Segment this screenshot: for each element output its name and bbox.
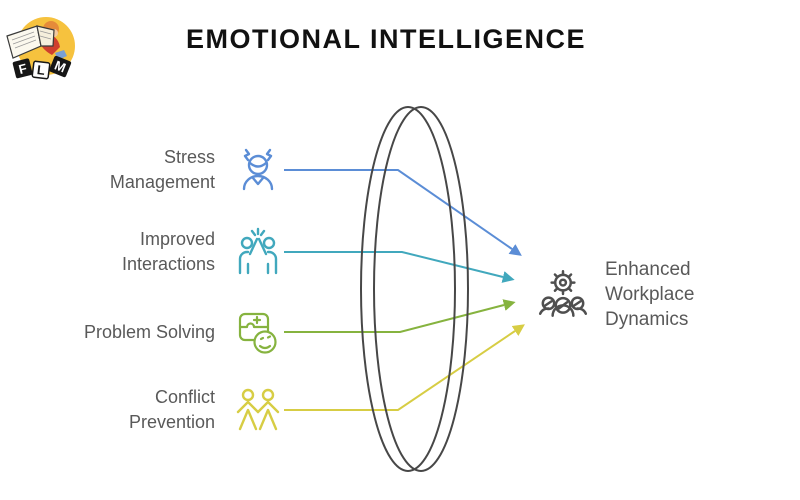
logo-letter: F [17, 61, 28, 77]
lens-ellipse-back [373, 106, 469, 472]
flow-line-conflict-prevention [284, 324, 525, 411]
flow-line-stress-management [284, 169, 522, 256]
logo-letter: L [36, 62, 46, 78]
label-line: Enhanced [605, 258, 691, 280]
label-line: Improved [139, 229, 215, 249]
output-label: Enhanced Workplace Dynamics [605, 257, 694, 332]
input-row-stress-management: Stress Management [40, 135, 286, 205]
label-line: Management [109, 172, 215, 192]
label-line: Conflict [154, 387, 215, 407]
output-block-enhanced-workplace-dynamics: Enhanced Workplace Dynamics [534, 252, 694, 336]
puzzle-smiley-icon [238, 312, 277, 354]
input-row-conflict-prevention: Conflict Prevention [40, 375, 286, 445]
flm-logo: F L M [6, 17, 75, 80]
label-line: Problem Solving [83, 321, 215, 342]
stressed-person-icon [242, 148, 274, 191]
flow-line-improved-interactions [284, 251, 515, 283]
input-label: Improved Interactions [40, 227, 215, 277]
input-row-improved-interactions: Improved Interactions [40, 217, 286, 287]
logo-tile-m: M [49, 55, 72, 78]
input-row-problem-solving: Problem Solving [40, 297, 286, 367]
people-holding-hands-icon [236, 388, 280, 431]
lens-ellipse-front [360, 106, 456, 472]
label-line: Workplace [605, 283, 695, 305]
logo-tile-f: F [12, 58, 33, 79]
logo-tile-l: L [31, 60, 51, 80]
input-label: Stress Management [40, 145, 215, 195]
label-line: Interactions [121, 254, 215, 274]
label-line: Dynamics [605, 308, 689, 330]
input-label: Conflict Prevention [40, 385, 215, 435]
page-title: EMOTIONAL INTELLIGENCE [185, 24, 586, 54]
flow-line-problem-solving [284, 299, 516, 333]
input-label: Problem Solving [40, 320, 215, 345]
high-five-icon [238, 227, 278, 275]
gear-team-icon [538, 269, 588, 317]
logo-letter: M [52, 58, 68, 76]
label-line: Stress [163, 147, 215, 167]
label-line: Prevention [128, 412, 215, 432]
open-book-icon [6, 25, 55, 59]
